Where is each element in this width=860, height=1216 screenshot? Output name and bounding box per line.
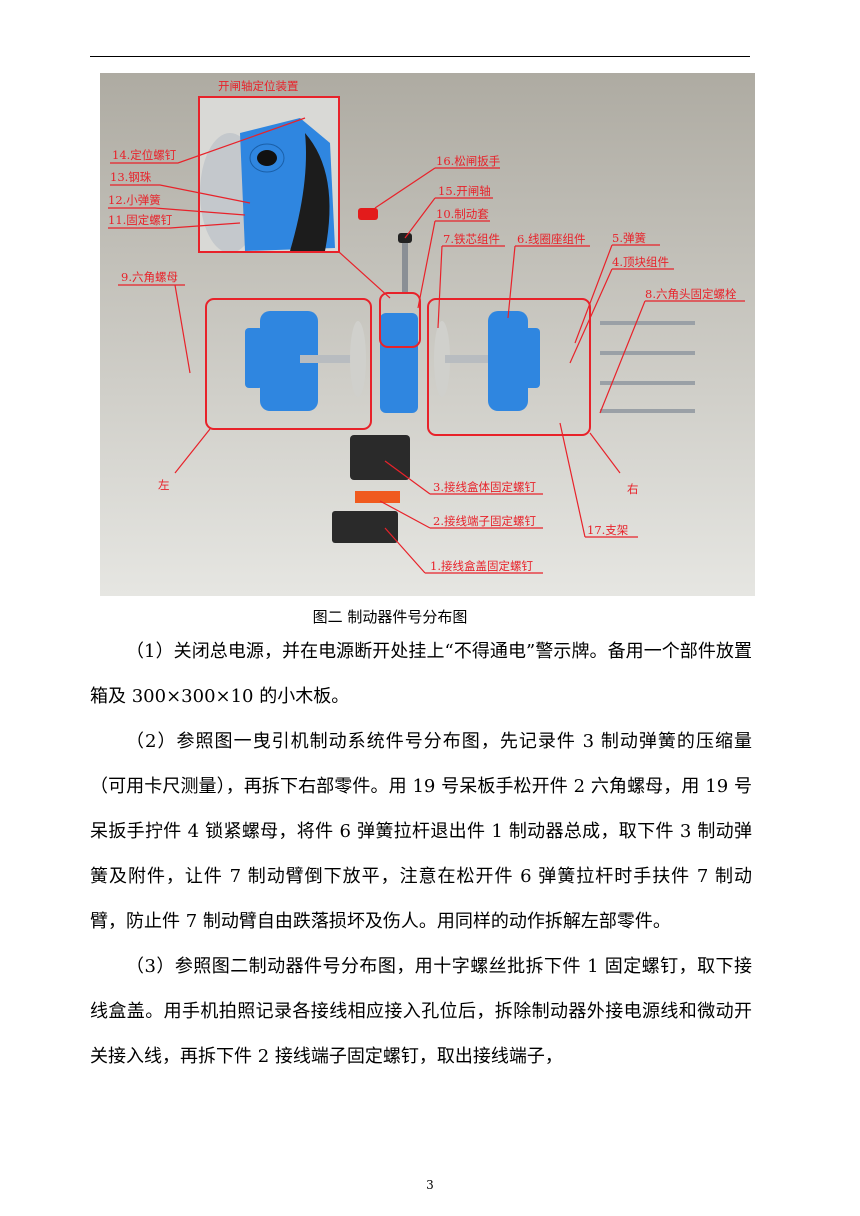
label-11: 11.固定螺钉 — [108, 213, 173, 227]
label-10: 10.制动套 — [436, 207, 489, 221]
label-2: 2.接线端子固定螺钉 — [433, 514, 536, 528]
paragraph: （2）参照图一曳引机制动系统件号分布图，先记录件 3 制动弹簧的压缩量（可用卡尺… — [90, 731, 752, 932]
label-1: 1.接线盒盖固定螺钉 — [430, 559, 533, 573]
label-6: 6.线圈座组件 — [517, 232, 585, 246]
inset-title: 开闸轴定位装置 — [218, 79, 299, 93]
label-12: 12.小弹簧 — [108, 193, 161, 207]
paragraph: （1）关闭总电源，并在电源断开处挂上“不得通电”警示牌。备用一个部件放置箱及 3… — [90, 641, 752, 707]
label-8: 8.六角头固定螺栓 — [645, 287, 737, 301]
label-4: 4.顶块组件 — [612, 255, 669, 269]
header-rule — [90, 56, 750, 57]
inset-shaft-positioning: 开闸轴定位装置 — [198, 79, 340, 253]
label-16: 16.松闸扳手 — [436, 154, 500, 168]
page-number: 3 — [426, 1178, 434, 1192]
label-13: 13.钢珠 — [110, 170, 152, 184]
paragraph: （3）参照图二制动器件号分布图，用十字螺丝批拆下件 1 固定螺钉，取下接线盒盖。… — [90, 956, 752, 1067]
body-text: （1）关闭总电源，并在电源断开处挂上“不得通电”警示牌。备用一个部件放置箱及 3… — [90, 629, 752, 1079]
figure-caption: 图二 制动器件号分布图 — [312, 608, 468, 626]
label-14: 14.定位螺钉 — [112, 148, 177, 162]
label-7: 7.铁芯组件 — [443, 232, 500, 246]
label-5: 5.弹簧 — [612, 231, 646, 245]
label-3: 3.接线盒体固定螺钉 — [433, 480, 536, 494]
label-9: 9.六角螺母 — [121, 270, 178, 284]
label-right: 右 — [627, 482, 639, 496]
label-left: 左 — [158, 478, 170, 492]
label-15: 15.开闸轴 — [438, 184, 491, 198]
brake-parts-diagram: 开闸轴定位装置 — [100, 73, 755, 596]
part-labels: 14.定位螺钉 13.钢珠 12.小弹簧 11.固定螺钉 16.松闸扳手 15.… — [108, 148, 737, 573]
label-17: 17.支架 — [587, 523, 628, 537]
